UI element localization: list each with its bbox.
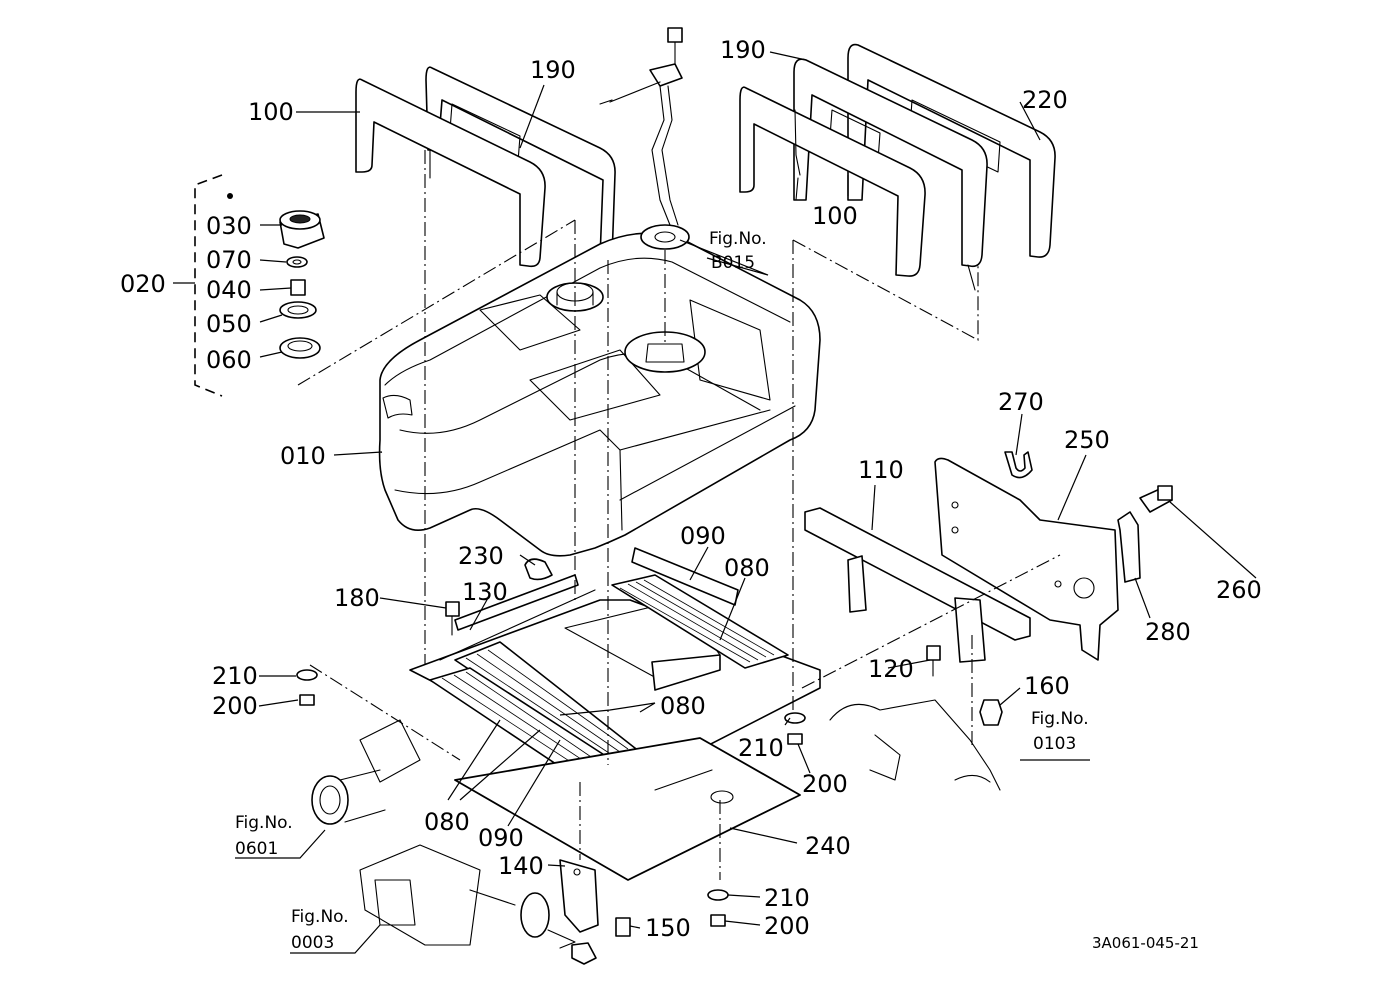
clip-230 <box>524 558 553 581</box>
fuel-sender-unit <box>599 27 690 250</box>
callout-140: 140 <box>498 852 544 880</box>
callout-080-middle: 080 <box>660 692 706 720</box>
bolt-150 <box>615 917 631 937</box>
callout-190-right: 190 <box>720 36 766 64</box>
rubber-strip-080 <box>429 574 789 773</box>
fig-ref-number-0003: 0003 <box>291 933 334 953</box>
callout-200-left: 200 <box>212 692 258 720</box>
bolt-260 <box>1139 485 1173 513</box>
fig-ref-number-b015: B015 <box>711 253 755 273</box>
drawing-id: 3A061-045-21 <box>1092 934 1199 952</box>
callout-230: 230 <box>458 542 504 570</box>
fig-ref-label-b015: Fig.No. <box>709 229 767 249</box>
clamp-280 <box>1117 511 1141 583</box>
callout-100-right: 100 <box>812 202 858 230</box>
callout-270: 270 <box>998 388 1044 416</box>
fig-ref-label-0601: Fig.No. <box>235 813 293 833</box>
fig-ref-number-0601: 0601 <box>235 839 278 859</box>
callout-010: 010 <box>280 442 326 470</box>
callout-070: 070 <box>206 246 252 274</box>
callout-250: 250 <box>1064 426 1110 454</box>
hook-270 <box>1004 451 1033 479</box>
callout-060: 060 <box>206 346 252 374</box>
callout-020: 020 <box>120 270 166 298</box>
fig-ref-label-0103: Fig.No. <box>1031 709 1089 729</box>
fuel-tank-010 <box>378 232 821 557</box>
fuel-cap-assembly-020 <box>194 174 325 397</box>
callout-110: 110 <box>858 456 904 484</box>
bracket-140 <box>547 859 599 949</box>
washers-210-200 <box>296 669 806 927</box>
callout-240: 240 <box>805 832 851 860</box>
callout-040: 040 <box>206 276 252 304</box>
callout-210-left: 210 <box>212 662 258 690</box>
callout-220: 220 <box>1022 86 1068 114</box>
callout-090-lower: 090 <box>478 824 524 852</box>
callout-labels: 100 190 190 220 100 020 030 070 040 050 … <box>120 36 1262 942</box>
frame-110 <box>804 507 1031 663</box>
bolt-180 <box>445 601 460 636</box>
callout-050: 050 <box>206 310 252 338</box>
sheet-240 <box>454 737 801 881</box>
frame-ref-0003 <box>359 844 597 965</box>
nut-160 <box>979 699 1003 726</box>
leader-lines <box>173 51 1257 954</box>
center-lines <box>297 150 1061 880</box>
callout-150: 150 <box>645 914 691 942</box>
callout-130: 130 <box>462 578 508 606</box>
frame-ref-0103 <box>829 699 1001 791</box>
callout-260: 260 <box>1216 576 1262 604</box>
callout-160: 160 <box>1024 672 1070 700</box>
strap-100-right <box>739 86 926 277</box>
callout-210-middle: 210 <box>738 734 784 762</box>
callout-200-middle: 200 <box>802 770 848 798</box>
callout-100-left: 100 <box>248 98 294 126</box>
frame-ref-0601 <box>311 719 421 825</box>
strap-100-left <box>355 78 546 268</box>
callout-030: 030 <box>206 212 252 240</box>
callout-280: 280 <box>1145 618 1191 646</box>
callout-180: 180 <box>334 584 380 612</box>
fig-ref-label-0003: Fig.No. <box>291 907 349 927</box>
bolt-120 <box>926 645 941 677</box>
callout-080-upper: 080 <box>724 554 770 582</box>
callout-200-lower: 200 <box>764 912 810 940</box>
bracket-250 <box>934 457 1119 661</box>
callout-080-lower: 080 <box>424 808 470 836</box>
callout-120: 120 <box>868 655 914 683</box>
callout-090-upper: 090 <box>680 522 726 550</box>
callout-210-lower: 210 <box>764 884 810 912</box>
fig-ref-number-0103: 0103 <box>1033 734 1076 754</box>
figure-references: Fig.No. B015 Fig.No. 0103 Fig.No. 0601 F… <box>235 229 1089 953</box>
callout-190-left: 190 <box>530 56 576 84</box>
